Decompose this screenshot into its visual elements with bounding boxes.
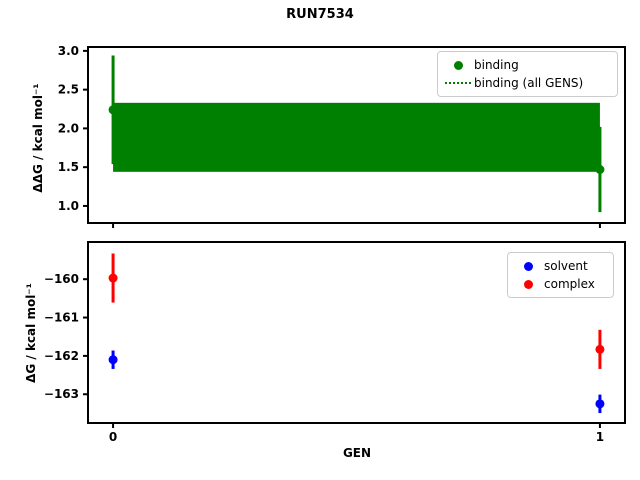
marker-binding-gen1 xyxy=(595,165,605,175)
marker-complex-gen0 xyxy=(108,273,118,283)
legend-entry-complex: complex xyxy=(512,275,605,293)
y-tick-label: 2.0 xyxy=(58,121,79,135)
marker-complex-gen1 xyxy=(595,344,605,354)
marker-solvent-gen0 xyxy=(108,355,118,365)
legend-bottom: solvent complex xyxy=(507,252,614,298)
marker-solvent-gen1 xyxy=(595,399,605,409)
y-tick-label: 1.5 xyxy=(58,160,79,174)
marker-binding-gen0 xyxy=(108,105,118,115)
y-tick-label: 1.0 xyxy=(58,199,79,213)
dotted-line-icon xyxy=(445,82,471,84)
legend-entry-binding: binding xyxy=(442,56,609,74)
uncertainty-band-all-gens xyxy=(113,102,600,172)
y-tick-label: −162 xyxy=(44,349,79,363)
legend-entry-binding-all-gens: binding (all GENS) xyxy=(442,74,609,92)
x-tick-label: 1 xyxy=(596,430,604,444)
legend-label-binding: binding xyxy=(474,58,519,72)
y-tick-label: −160 xyxy=(44,272,79,286)
solvent-dot-icon xyxy=(523,261,533,271)
legend-label-solvent: solvent xyxy=(544,259,588,273)
legend-top: binding binding (all GENS) xyxy=(437,51,618,97)
legend-marker-complex xyxy=(512,279,544,289)
y-tick-label: 2.5 xyxy=(58,83,79,97)
x-axis-label: GEN xyxy=(342,446,372,460)
top-y-axis-label: ΔΔG / kcal mol⁻¹ xyxy=(31,83,45,193)
x-tick-label: 0 xyxy=(109,430,117,444)
binding-dot-icon xyxy=(453,60,463,70)
axes-frame xyxy=(87,241,626,424)
plot-title: RUN7534 xyxy=(286,7,354,22)
legend-entry-solvent: solvent xyxy=(512,257,605,275)
legend-marker-binding xyxy=(442,60,474,70)
axes-frame xyxy=(87,46,626,224)
y-tick-label: −163 xyxy=(44,387,79,401)
y-tick-label: 3.0 xyxy=(58,44,79,58)
bottom-y-axis-label: ΔG / kcal mol⁻¹ xyxy=(24,283,38,383)
complex-dot-icon xyxy=(523,279,533,289)
legend-label-complex: complex xyxy=(544,277,595,291)
legend-marker-binding-all-gens xyxy=(442,82,474,84)
legend-marker-solvent xyxy=(512,261,544,271)
y-tick-label: −161 xyxy=(44,311,79,325)
legend-label-binding-all-gens: binding (all GENS) xyxy=(474,76,584,90)
